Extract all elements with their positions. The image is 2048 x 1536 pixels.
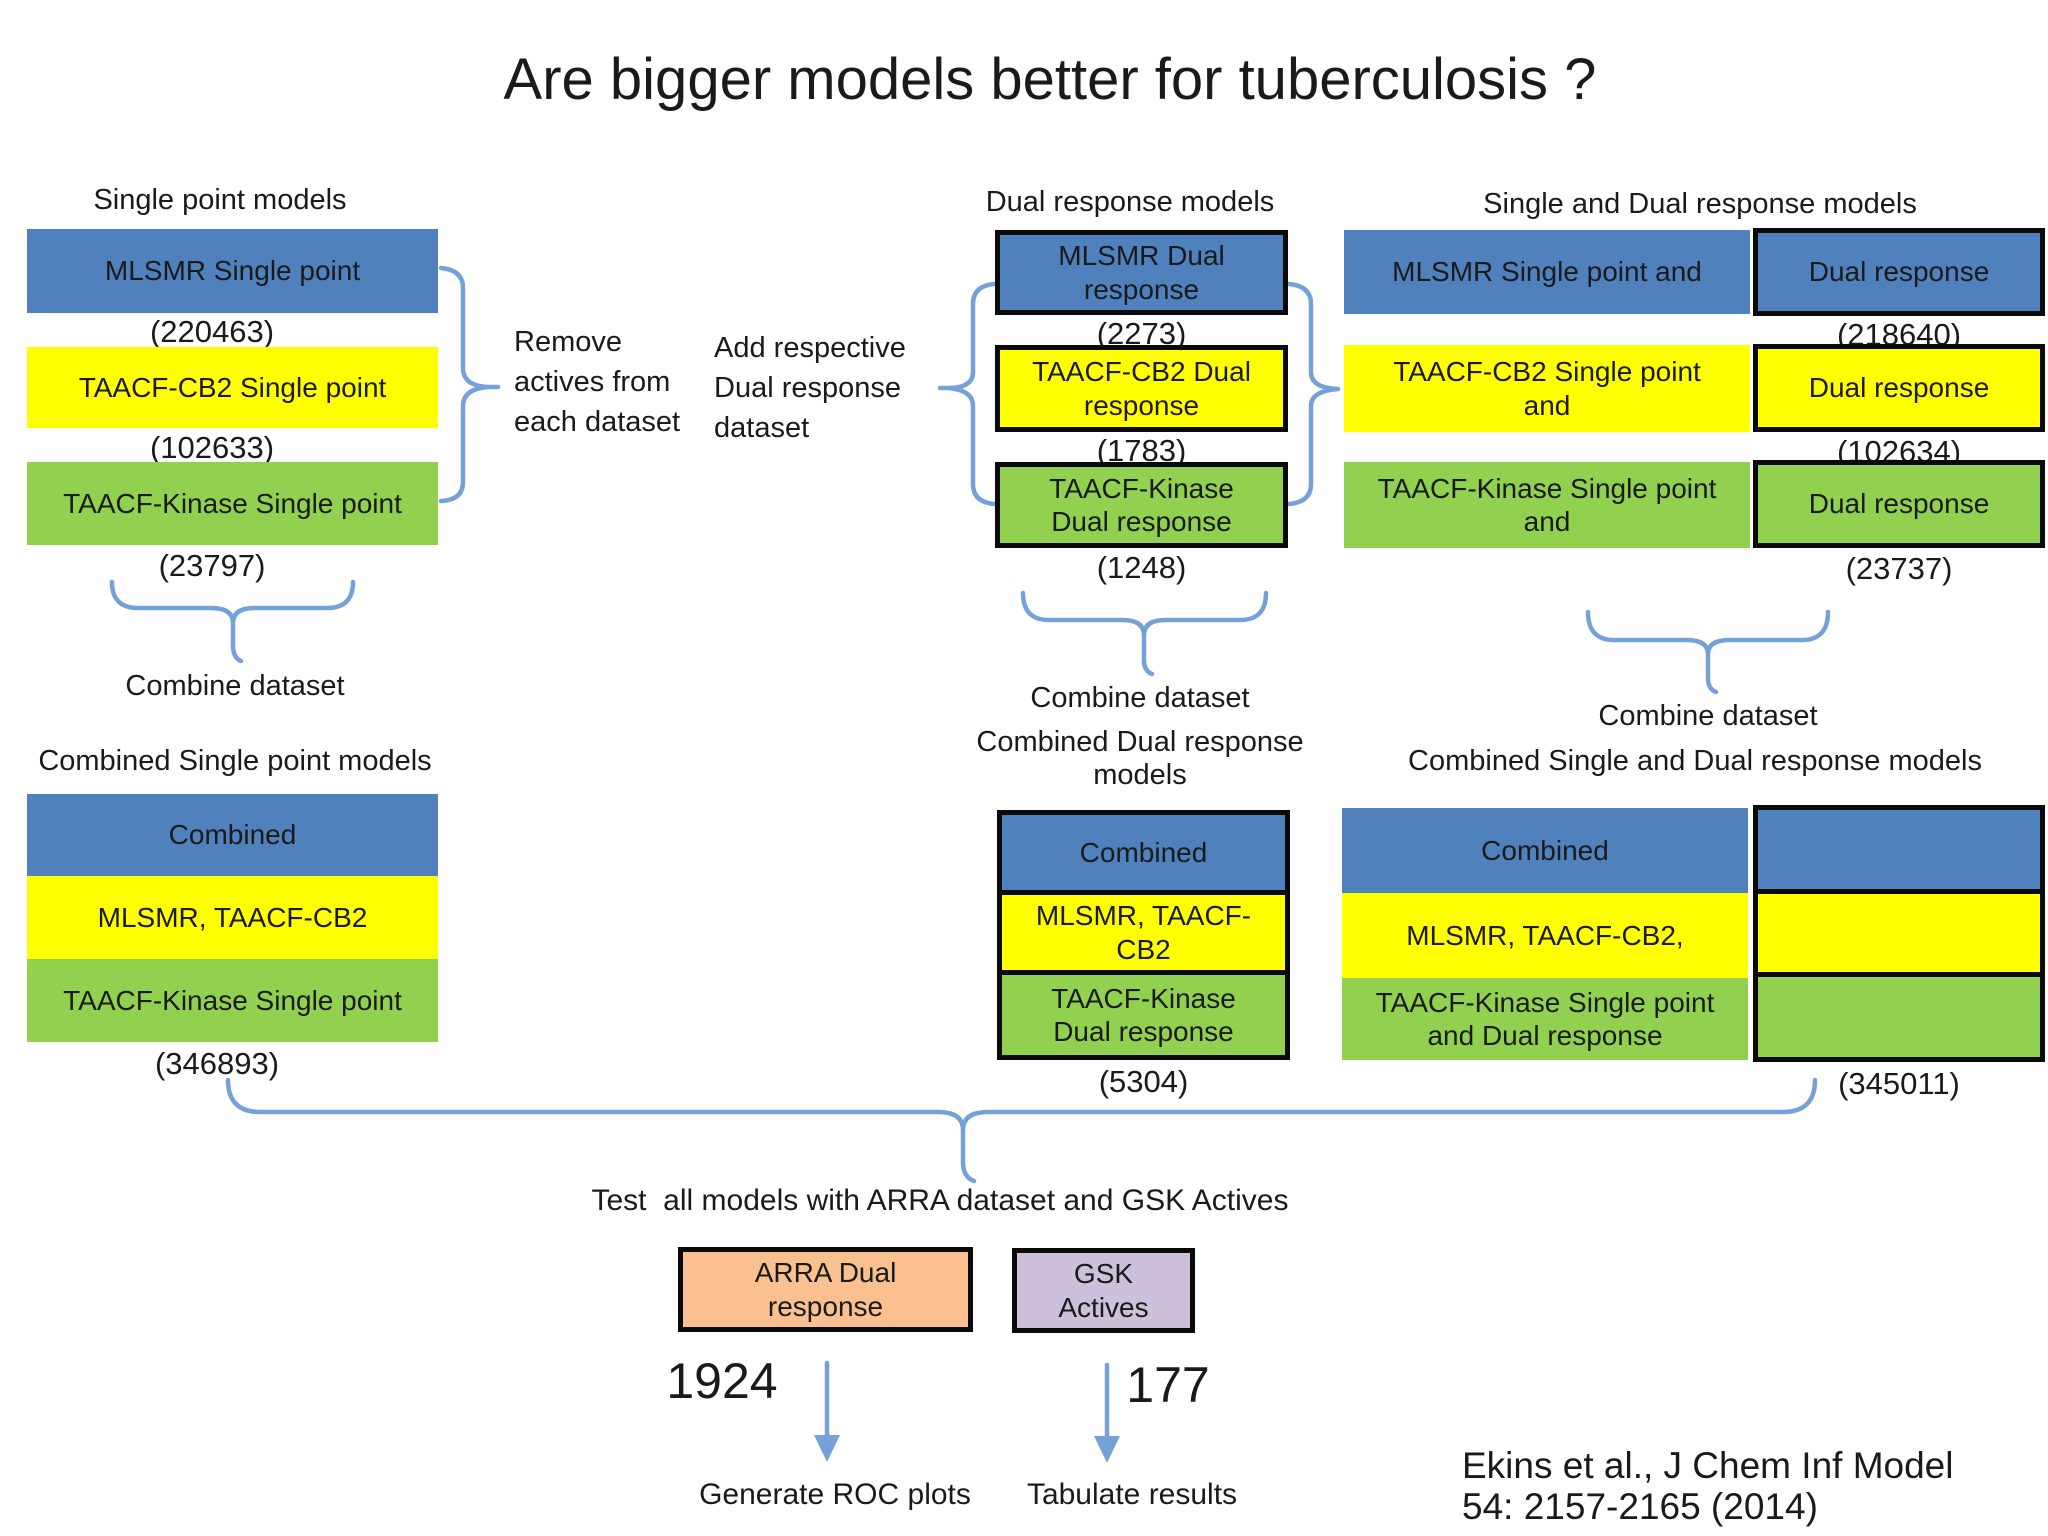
box-taacf-kinase-single-point: TAACF-Kinase Single point: [27, 462, 438, 545]
row-combined: Combined: [27, 794, 438, 876]
slide-title: Are bigger models better for tuberculosi…: [503, 47, 1597, 112]
row-mlsmr-taacf-cb2: MLSMR, TAACF-CB2: [27, 876, 438, 959]
note-remove-actives: Remove actives from each dataset: [514, 326, 681, 439]
header-single-and-dual-models: Single and Dual response models: [1483, 188, 1917, 220]
label-combine-dataset-single-dual: Combine dataset: [1598, 700, 1818, 732]
label-combine-dataset-dual: Combine dataset: [1030, 682, 1250, 714]
count-mlsmr-single-point: (220463): [149, 314, 275, 349]
row-mlsmr-taacf-cb2: MLSMR, TAACF- CB2: [1002, 890, 1285, 970]
box-taacf-kinase-single-and: TAACF-Kinase Single point and: [1344, 462, 1750, 548]
arrow-gsk-head: [1094, 1436, 1120, 1463]
label-test-all-models: Test all models with ARRA dataset and GS…: [591, 1184, 1289, 1217]
box-mlsmr-single-and: MLSMR Single point and: [1344, 230, 1750, 314]
count-taacf-kinase-single-dual: (23737): [1845, 551, 1953, 586]
label-generate-roc-plots: Generate ROC plots: [699, 1478, 971, 1511]
box-gsk-actives: GSK Actives: [1012, 1248, 1195, 1333]
row-taacf-kinase-single-dual: TAACF-Kinase Single point and Dual respo…: [1342, 978, 1748, 1060]
stack-combined-single-dual-left: Combined MLSMR, TAACF-CB2, TAACF-Kinase …: [1342, 808, 1748, 1060]
arrow-arra-head: [814, 1435, 840, 1462]
box-mlsmr-dual-response-pair: Dual response: [1753, 228, 2045, 316]
row-taacf-kinase-dual: TAACF-Kinase Dual response: [1002, 970, 1285, 1055]
box-arra-dual-response: ARRA Dual response: [678, 1247, 973, 1332]
count-taacf-cb2-single-point: (102633): [149, 430, 275, 465]
brace-combine-single-dual: [1585, 609, 1831, 695]
box-taacf-kinase-dual-response-pair: Dual response: [1753, 460, 2045, 548]
header-combined-dual: Combined Dual response models: [976, 726, 1304, 791]
citation: Ekins et al., J Chem Inf Model 54: 2157-…: [1462, 1445, 1954, 1527]
count-combined-single-point: (346893): [154, 1046, 280, 1081]
row-taacf-kinase-single: TAACF-Kinase Single point: [27, 959, 438, 1042]
count-taacf-kinase-dual-response: (1248): [1096, 550, 1187, 585]
brace-right-dual-models: [1286, 281, 1341, 507]
note-add-respective: Add respective Dual response dataset: [714, 332, 906, 445]
header-dual-response-models: Dual response models: [985, 186, 1275, 218]
count-combined-dual: (5304): [1098, 1064, 1189, 1099]
label-tabulate-results: Tabulate results: [1026, 1478, 1238, 1511]
stack-combined-dual: Combined MLSMR, TAACF- CB2 TAACF-Kinase …: [997, 810, 1290, 1060]
row-yellow-empty: [1758, 889, 2040, 972]
box-taacf-cb2-single-and: TAACF-CB2 Single point and: [1344, 345, 1750, 432]
brace-right-single-models: [438, 265, 501, 504]
box-taacf-cb2-single-point: TAACF-CB2 Single point: [27, 347, 438, 428]
row-blue-empty: [1758, 810, 2040, 889]
row-combined: Combined: [1342, 808, 1748, 893]
count-taacf-kinase-single-point: (23797): [158, 548, 266, 583]
row-green-empty: [1758, 972, 2040, 1057]
box-mlsmr-dual-response: MLSMR Dual response: [995, 230, 1288, 315]
header-combined-single-point: Combined Single point models: [38, 745, 432, 777]
brace-left-dual-models: [937, 281, 997, 507]
box-taacf-kinase-dual-response: TAACF-Kinase Dual response: [995, 462, 1288, 548]
box-mlsmr-single-point: MLSMR Single point: [27, 229, 438, 313]
box-taacf-cb2-dual-response-pair: Dual response: [1753, 344, 2045, 432]
brace-combine-dual: [1020, 590, 1269, 677]
stack-combined-single-point: Combined MLSMR, TAACF-CB2 TAACF-Kinase S…: [27, 794, 438, 1042]
count-combined-single-dual: (345011): [1838, 1066, 1960, 1101]
row-combined: Combined: [1002, 815, 1285, 890]
header-combined-single-dual: Combined Single and Dual response models: [1408, 745, 1982, 777]
row-mlsmr-taacf-cb2: MLSMR, TAACF-CB2,: [1342, 893, 1748, 978]
count-gsk: 177: [1126, 1357, 1210, 1413]
label-combine-dataset-single: Combine dataset: [125, 670, 345, 702]
header-single-point-models: Single point models: [93, 184, 347, 216]
box-taacf-cb2-dual-response: TAACF-CB2 Dual response: [995, 345, 1288, 432]
count-arra: 1924: [666, 1353, 778, 1409]
stack-combined-single-dual-right: [1753, 805, 2045, 1062]
brace-combine-single: [109, 579, 356, 664]
